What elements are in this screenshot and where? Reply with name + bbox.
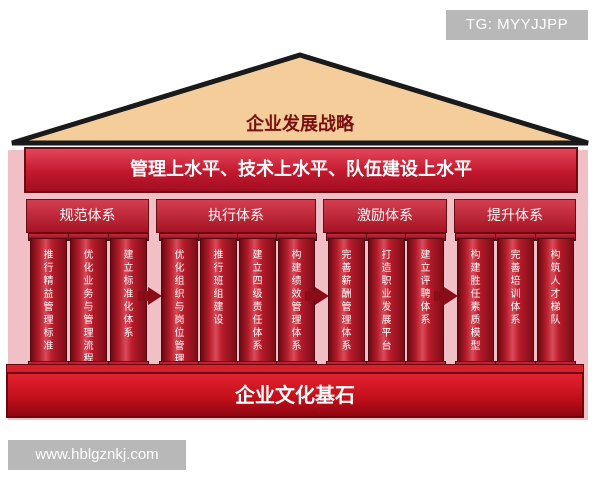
pillar-label: 推行精益管理标准	[43, 250, 54, 352]
pillar-label: 建立标准化体系	[123, 250, 134, 339]
pillar: 推行班组建设	[200, 238, 237, 364]
pillar-label: 优化组织与岗位管理	[174, 250, 185, 365]
group-header-improvement: 提升体系	[454, 199, 576, 233]
roof-pediment	[11, 52, 589, 146]
arrow-right-icon	[138, 287, 162, 305]
pillar: 推行精益管理标准	[30, 238, 67, 364]
pillar: 完善薪酬管理体系	[328, 238, 365, 364]
roof-triangle	[11, 52, 589, 146]
pillar-label: 构建绩效管理体系	[291, 250, 302, 352]
watermark-bottom: www.hblgznkj.com	[8, 440, 186, 470]
pillar-label: 完善培训体系	[510, 250, 521, 326]
foundation-base: 企业文化基石	[6, 372, 584, 418]
arrow-right-icon	[305, 287, 329, 305]
pillar: 构筑人才梯队	[537, 238, 574, 364]
pillar-label: 打造职业发展平台	[381, 250, 392, 352]
watermark-top: TG: MYYJJPP	[446, 10, 588, 40]
pillar: 构建绩效管理体系	[278, 238, 315, 364]
pillar-label: 优化业务与管理流程	[83, 250, 94, 365]
group-header-standard: 规范体系	[26, 199, 149, 233]
pillar: 优化组织与岗位管理	[161, 238, 198, 365]
roof-title: 企业发展战略	[246, 114, 354, 135]
pillar-label: 完善薪酬管理体系	[341, 250, 352, 352]
pillar: 完善培训体系	[497, 238, 534, 364]
beam-banner: 管理上水平、技术上水平、队伍建设上水平	[24, 147, 578, 193]
pillar: 建立标准化体系	[110, 238, 147, 364]
arrow-right-icon	[434, 287, 458, 305]
pillar-label: 构建胜任素质模型	[470, 250, 481, 352]
pillar: 打造职业发展平台	[368, 238, 405, 364]
pillar-label: 建立评聘体系	[420, 250, 431, 326]
pillar: 建立四级责任体系	[239, 238, 276, 364]
pillar-label: 建立四级责任体系	[252, 250, 263, 352]
pillar-label: 构筑人才梯队	[550, 250, 561, 326]
pillar: 建立评聘体系	[407, 238, 444, 364]
pillar: 构建胜任素质模型	[457, 238, 494, 364]
pillar-label: 推行班组建设	[213, 250, 224, 326]
group-header-incentive: 激励体系	[323, 199, 447, 233]
pillar: 优化业务与管理流程	[70, 238, 107, 365]
group-header-execution: 执行体系	[156, 199, 316, 233]
